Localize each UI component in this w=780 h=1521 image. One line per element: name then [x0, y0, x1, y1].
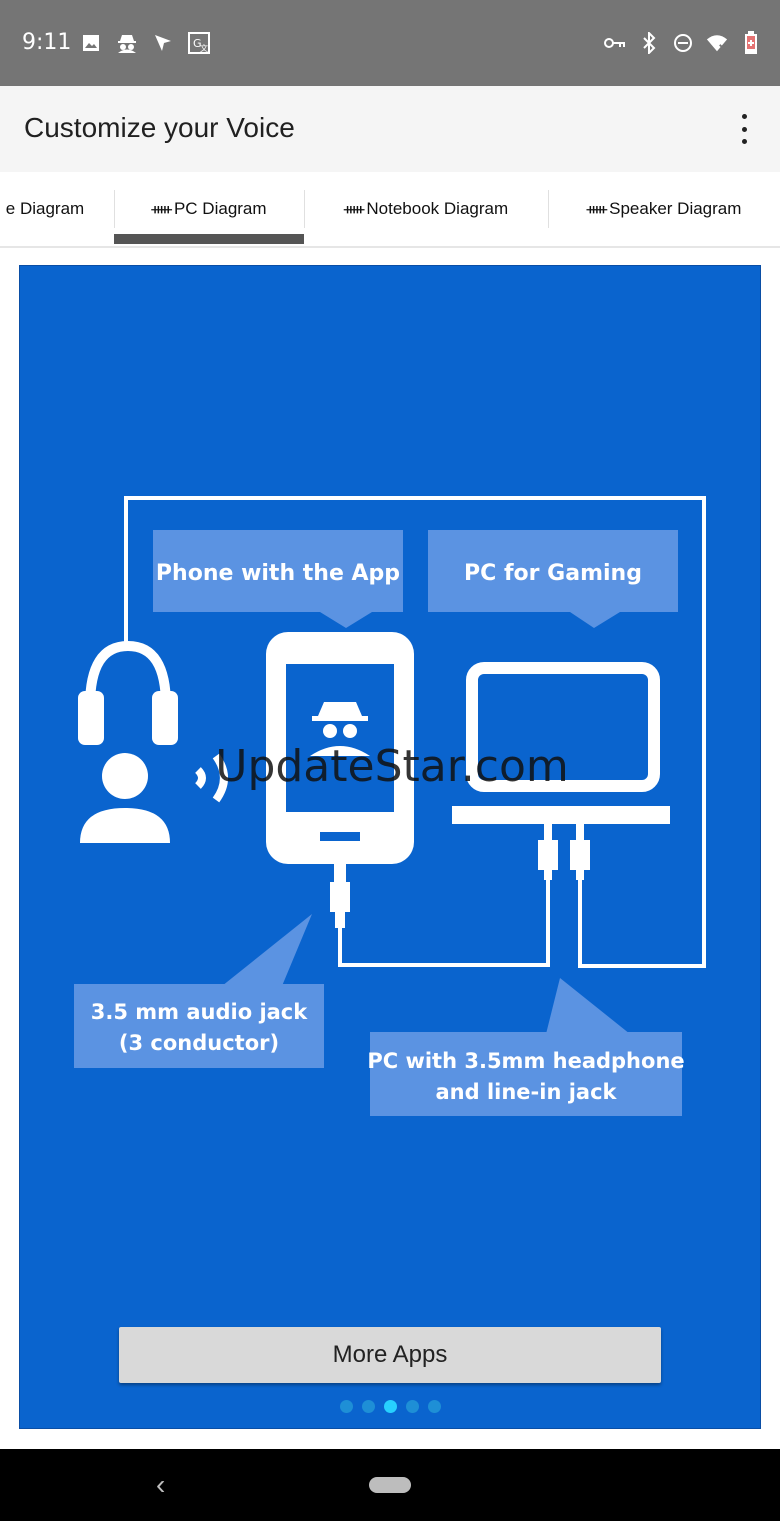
- do-not-disturb-icon: [672, 32, 694, 54]
- more-vert-icon[interactable]: [730, 114, 758, 144]
- callout-pc-jack: PC with 3.5mm headphone and line-in jack: [367, 978, 685, 1116]
- wifi-icon: [706, 32, 728, 54]
- incognito-icon: [116, 32, 138, 54]
- connection-wires: [124, 496, 706, 968]
- callout-jack-line1: 3.5 mm audio jack: [91, 1000, 308, 1024]
- tab-speaker-diagram[interactable]: ᚔ Speaker Diagram: [548, 172, 780, 246]
- app-bar: Customize your Voice: [0, 86, 780, 172]
- callout-pc-jack-line2: and line-in jack: [435, 1080, 617, 1104]
- page-title: Customize your Voice: [24, 112, 295, 143]
- tab-label: e Diagram: [5, 199, 85, 218]
- callout-pc-jack-line1: PC with 3.5mm headphone: [367, 1049, 684, 1073]
- back-chevron-icon[interactable]: ‹: [156, 1469, 166, 1500]
- callout-audio-jack: 3.5 mm audio jack (3 conductor): [74, 914, 324, 1068]
- pc-diagram-illustration: Phone with the App PC for Gaming: [74, 496, 706, 1116]
- battery-icon: [740, 31, 762, 54]
- tab-notebook-diagram[interactable]: ᚔ Notebook Diagram: [304, 172, 548, 246]
- tab-label: Speaker Diagram: [609, 199, 742, 218]
- page-indicator: [0, 1400, 780, 1413]
- sound-waves-icon: [195, 753, 228, 803]
- tab-bar: e Diagram ᚔ PC Diagram ᚔ Notebook Diagra…: [0, 172, 780, 248]
- bluetooth-icon: [638, 32, 660, 54]
- tab-indicator: [114, 234, 304, 244]
- diagram-panel[interactable]: Phone with the App PC for Gaming: [19, 265, 761, 1429]
- callout-phone-text: Phone with the App: [156, 561, 400, 586]
- callout-phone: Phone with the App: [153, 530, 403, 628]
- callout-jack-line2: (3 conductor): [119, 1031, 279, 1055]
- headphones-user-icon: [78, 640, 178, 843]
- laptop-icon: [452, 662, 670, 880]
- page-dot[interactable]: [361, 1400, 375, 1413]
- tab-phone-diagram[interactable]: e Diagram: [0, 172, 100, 246]
- vpn-key-icon: [604, 32, 626, 54]
- smartphone-icon: [266, 632, 414, 928]
- equalizer-icon: ᚔ: [586, 201, 608, 218]
- page-dot-active[interactable]: [383, 1400, 397, 1413]
- tab-label: Notebook Diagram: [366, 199, 509, 218]
- callout-pc: PC for Gaming: [428, 530, 678, 628]
- incognito-app-icon: [310, 702, 370, 756]
- equalizer-icon: ᚔ: [343, 201, 365, 218]
- svg-text:G: G: [193, 37, 202, 50]
- page-dot[interactable]: [339, 1400, 353, 1413]
- page-dot[interactable]: [405, 1400, 419, 1413]
- equalizer-icon: ᚔ: [151, 201, 172, 218]
- callout-pc-text: PC for Gaming: [464, 561, 642, 586]
- page-dot[interactable]: [427, 1400, 441, 1413]
- image-icon: [80, 32, 102, 54]
- location-arrow-icon: [152, 32, 174, 54]
- svg-text:文: 文: [200, 43, 208, 53]
- watermark-text: UpdateStar.com: [215, 741, 569, 792]
- tab-pc-diagram[interactable]: ᚔ PC Diagram: [114, 172, 304, 246]
- more-apps-button[interactable]: More Apps: [119, 1327, 661, 1383]
- status-time: 9:11: [22, 30, 72, 55]
- home-pill-icon[interactable]: [369, 1477, 411, 1493]
- tab-label: PC Diagram: [173, 199, 267, 218]
